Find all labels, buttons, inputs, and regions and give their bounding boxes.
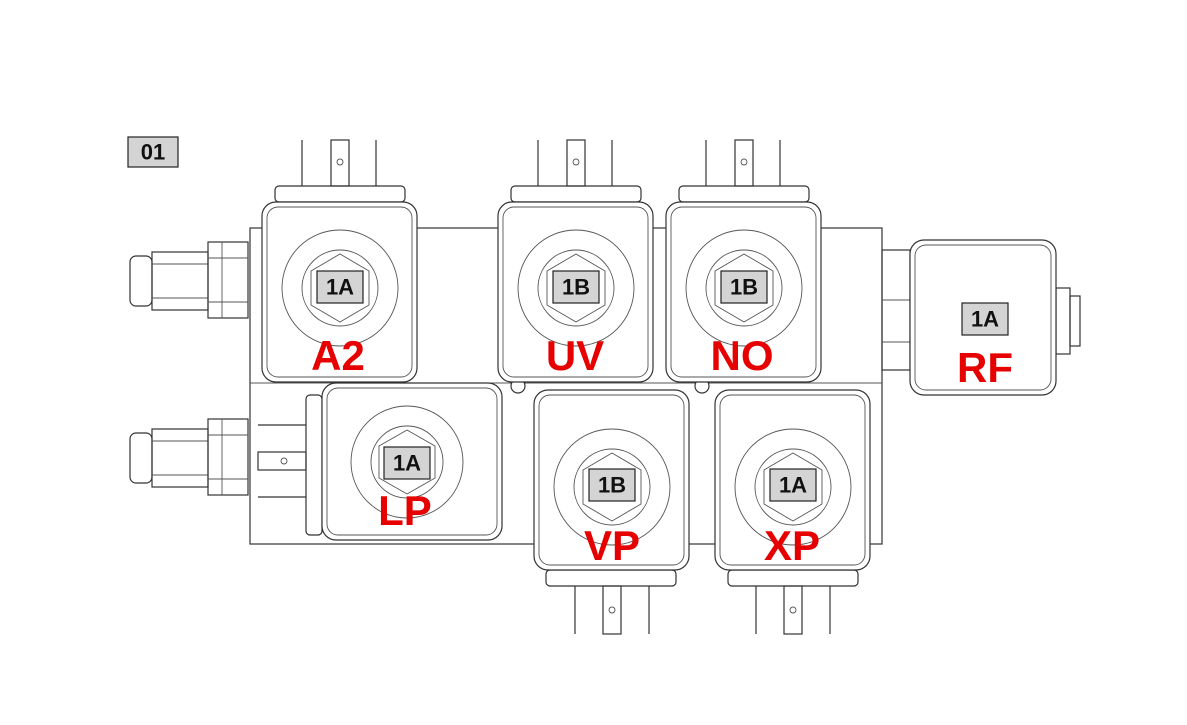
label-a2: A2	[311, 332, 365, 379]
tag-a2-text: 1A	[326, 275, 354, 300]
tag-xp-text: 1A	[779, 473, 807, 498]
label-lp: LP	[378, 487, 432, 534]
connector-xp	[727, 569, 859, 635]
tag-vp: 1B	[588, 468, 636, 502]
tag-a2: 1A	[316, 270, 364, 304]
tag-uv: 1B	[552, 270, 600, 304]
fitting-lower-left	[129, 418, 249, 496]
drawing-tag-text: 01	[141, 140, 165, 165]
fitting-right	[1055, 287, 1081, 355]
label-uv: UV	[546, 332, 604, 379]
tag-lp-text: 1A	[393, 451, 421, 476]
label-xp: XP	[764, 522, 820, 569]
tag-no-text: 1B	[730, 275, 758, 300]
tag-lp: 1A	[383, 446, 431, 480]
tag-no: 1B	[720, 270, 768, 304]
label-no: NO	[711, 332, 774, 379]
connector-vp	[545, 569, 677, 635]
connector-lp	[257, 394, 323, 536]
tag-uv-text: 1B	[562, 275, 590, 300]
tag-rf-text: 1A	[971, 307, 999, 332]
connector-uv	[510, 139, 642, 203]
connector-a2	[274, 139, 406, 203]
label-vp: VP	[584, 522, 640, 569]
label-rf: RF	[957, 344, 1013, 391]
tag-rf: 1A	[961, 302, 1009, 336]
drawing-tag: 01	[127, 136, 179, 168]
tag-vp-text: 1B	[598, 473, 626, 498]
connector-no	[678, 139, 810, 203]
fitting-upper-left	[129, 241, 249, 319]
tag-xp: 1A	[769, 468, 817, 502]
